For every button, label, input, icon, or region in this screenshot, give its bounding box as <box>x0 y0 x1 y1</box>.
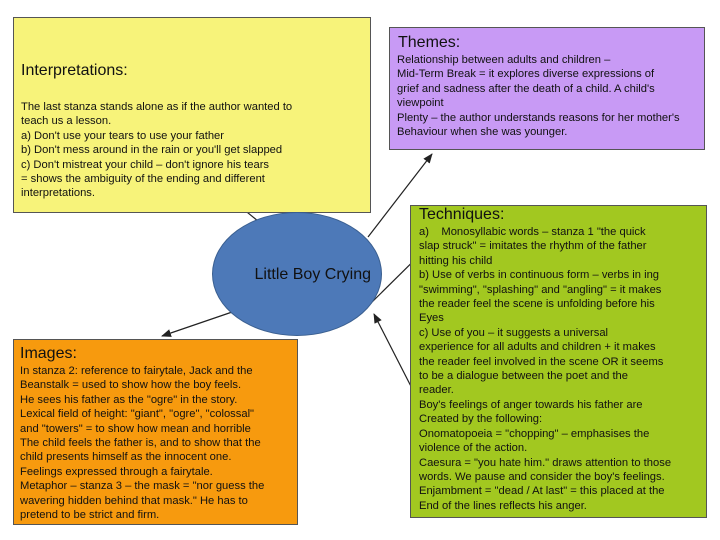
text-line: c) Use of you – it suggests a universal <box>419 326 609 339</box>
interpretations-heading: Interpretations: <box>21 62 128 79</box>
arrow-to-images <box>161 309 239 337</box>
central-topic-label: Little Boy Crying <box>254 266 372 283</box>
text-line: child presents himself as the innocent o… <box>20 451 232 464</box>
images-text: In stanza 2: reference to fairytale, Jac… <box>20 364 296 522</box>
text-line: and "towers" = to show how mean and horr… <box>20 422 251 435</box>
techniques-text: a) Monosyllabic words – stanza 1 "the qu… <box>419 225 704 513</box>
themes-heading: Themes: <box>398 34 461 51</box>
text-line: Relationship between adults and children… <box>397 54 611 66</box>
text-line: teach us a lesson. <box>21 115 112 128</box>
text-line: slap struck" = imitates the rhythm of th… <box>419 240 647 253</box>
text-line: wavering hidden behind that mask." He ha… <box>20 494 248 507</box>
interpretations-box: Interpretations: The last stanza stands … <box>13 17 371 213</box>
text-line: words. We pause and consider the boy's f… <box>419 470 665 483</box>
text-line: to be a dialogue between the poet and th… <box>419 370 629 383</box>
text-line: hitting his child <box>419 254 493 267</box>
text-line: Plenty – the author understands reasons … <box>397 111 680 124</box>
text-line: grief and sadness after the death of a c… <box>397 82 655 95</box>
text-line: experience for all adults and children +… <box>419 341 656 354</box>
text-line: Mid-Term Break = it explores diverse exp… <box>397 68 655 81</box>
techniques-box: Techniques: a) Monosyllabic words – stan… <box>410 205 707 518</box>
text-line: End of the lines reflects his anger. <box>419 499 587 512</box>
text-line: Boy's feelings of anger towards his fath… <box>419 398 643 411</box>
text-line: He sees his father as the "ogre" in the … <box>20 393 238 406</box>
text-line: a) Don't use your tears to use your fath… <box>21 129 224 142</box>
text-line: Metaphor – stanza 3 – the mask = "nor gu… <box>20 480 265 493</box>
text-line: The last stanza stands alone as if the a… <box>21 101 293 113</box>
interpretations-text: The last stanza stands alone as if the a… <box>21 100 366 201</box>
arrow-to-themes <box>367 153 433 238</box>
text-line: Created by the following: <box>419 413 543 426</box>
text-line: Onomatopoeia = "chopping" – emphasises t… <box>419 427 650 440</box>
text-line: b) Use of verbs in continuous form – ver… <box>419 269 660 282</box>
text-line: viewpoint <box>397 97 444 110</box>
text-line: interpretations. <box>21 187 96 200</box>
text-line: Behaviour when she was younger. <box>397 126 568 139</box>
text-line: the reader feel involved in the scene OR… <box>419 355 664 368</box>
text-line: The child feels the father is, and to sh… <box>20 437 261 450</box>
text-line: = shows the ambiguity of the ending and … <box>21 173 265 186</box>
text-line: Enjambment = "dead / At last" = this pla… <box>419 485 665 498</box>
themes-text: Relationship between adults and children… <box>397 53 702 139</box>
text-line: a) Monosyllabic words – stanza 1 "the qu… <box>419 226 646 238</box>
text-line: c) Don't mistreat your child – don't ign… <box>21 158 270 171</box>
text-line: Beanstalk = used to show how the boy fee… <box>20 379 242 392</box>
images-heading: Images: <box>20 345 77 362</box>
text-line: Caesura = "you hate him." draws attentio… <box>419 456 672 469</box>
text-line: Feelings expressed through a fairytale. <box>20 465 213 478</box>
text-line: "swimming", "splashing" and "angling" = … <box>419 283 662 296</box>
text-line: Lexical field of height: "giant", "ogre"… <box>20 408 255 421</box>
techniques-heading: Techniques: <box>419 206 505 223</box>
text-line: b) Don't mess around in the rain or you'… <box>21 144 283 157</box>
text-line: reader. <box>419 384 454 397</box>
central-topic-ellipse: Little Boy Crying <box>212 212 382 336</box>
themes-box: Themes: Relationship between adults and … <box>389 27 705 150</box>
text-line: pretend to be strict and firm. <box>20 509 160 522</box>
text-line: violence of the action. <box>419 442 528 455</box>
text-line: the reader feel the scene is unfolding b… <box>419 298 655 311</box>
text-line: In stanza 2: reference to fairytale, Jac… <box>20 365 253 377</box>
text-line: Eyes <box>419 312 444 325</box>
images-box: Images: In stanza 2: reference to fairyt… <box>13 339 298 525</box>
